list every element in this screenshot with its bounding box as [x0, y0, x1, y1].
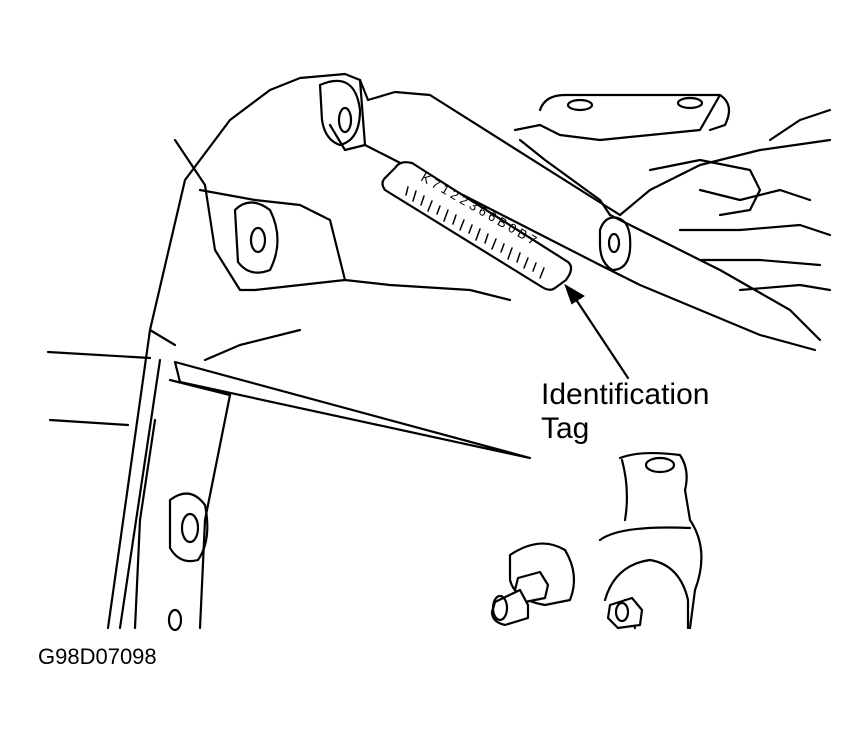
tapered-rib [173, 360, 532, 460]
lower-bracket [598, 451, 703, 630]
callout-leader-arrow [564, 283, 630, 380]
stud-bolt-right [606, 596, 644, 630]
bell-housing-ribs [513, 93, 832, 352]
tag-barcode [405, 186, 545, 279]
figure-id: G98D07098 [38, 644, 157, 669]
upper-flange [167, 79, 362, 632]
stud-bolt-left [490, 542, 576, 627]
identification-tag-label: Identification Tag [541, 378, 709, 446]
label-line-2: Tag [541, 412, 590, 445]
label-line-1: Identification [541, 378, 710, 411]
reference-lines [46, 350, 152, 427]
identification-tag: K 7 1 2 2 3 6 6 B 0 B 7 [381, 161, 573, 291]
